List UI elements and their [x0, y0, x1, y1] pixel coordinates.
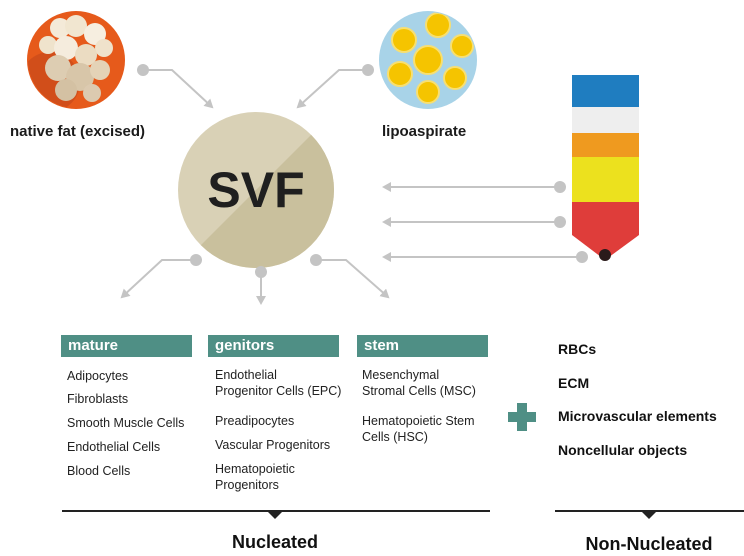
svf-circle [178, 112, 334, 268]
nucleated-bracket [62, 510, 490, 519]
arrow-icon [382, 216, 566, 228]
svf-label: SVF [207, 162, 305, 218]
list-item: Endothelial Progenitor Cells (EPC) [215, 368, 342, 398]
lipoaspirate-label: lipoaspirate [382, 123, 467, 140]
non-nucleated-item: Microvascular elements [558, 408, 717, 424]
arrow-icon [382, 251, 588, 263]
list-item: Endothelial Cells [67, 440, 161, 454]
nucleated-label: Nucleated [231, 532, 319, 552]
non-nucleated-label: Non-Nucleated [585, 534, 713, 554]
category-header-mature: mature [61, 335, 192, 357]
list-item: Adipocytes [67, 369, 129, 383]
test-tube-icon [572, 75, 639, 261]
native-fat-label: native fat (excised) [10, 123, 146, 140]
arrow-icon [120, 254, 202, 299]
list-item: Smooth Muscle Cells [67, 416, 185, 430]
list-item: Blood Cells [67, 464, 131, 478]
non-nucleated-item: ECM [558, 375, 590, 391]
arrow-icon [310, 254, 390, 299]
arrow-icon [255, 266, 267, 305]
list-item: Mesenchymal Stromal Cells (MSC) [362, 368, 476, 398]
arrow-icon [382, 181, 566, 193]
list-item: Vascular Progenitors [215, 438, 331, 452]
lipoaspirate-icon [379, 11, 477, 109]
list-item: Fibroblasts [67, 392, 129, 406]
category-header-stem: stem [357, 335, 488, 357]
arrow-icon [137, 64, 214, 109]
arrow-icon [296, 64, 374, 109]
native-fat-icon [27, 11, 125, 109]
non-nucleated-bracket [555, 510, 744, 519]
list-item: Hematopoietic Stem Cells (HSC) [362, 414, 475, 444]
list-item: Preadipocytes [215, 414, 295, 428]
list-item: Hematopoietic Progenitors [215, 462, 295, 492]
category-header-genitors: genitors [208, 335, 339, 357]
plus-icon [508, 403, 536, 431]
non-nucleated-item: Noncellular objects [558, 442, 688, 458]
non-nucleated-item: RBCs [558, 341, 597, 357]
